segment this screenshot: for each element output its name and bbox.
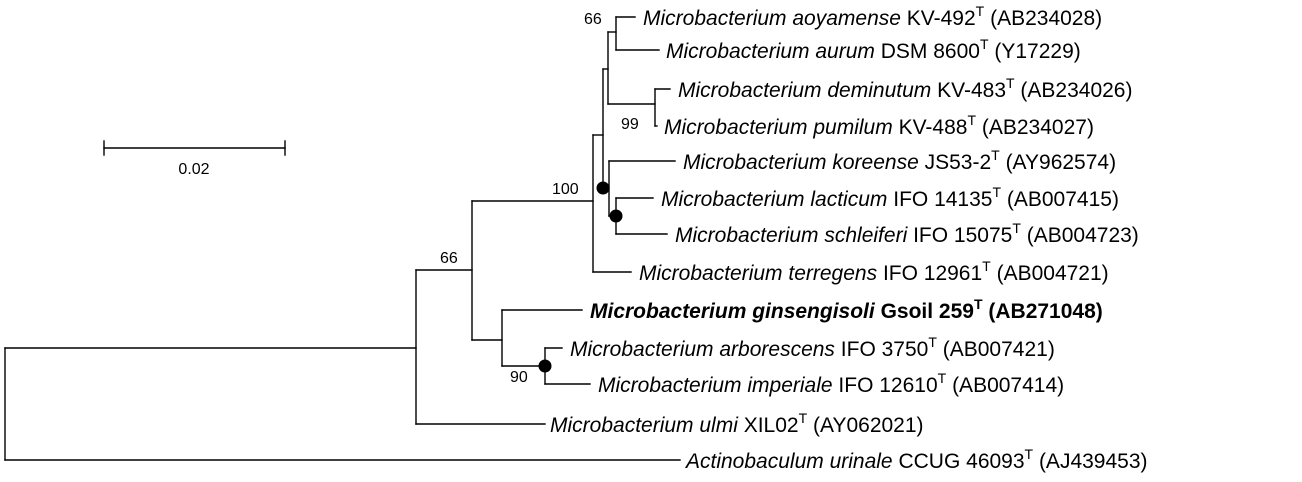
- type-strain-mark: T: [992, 184, 1001, 200]
- taxon-accession: (Y17229): [994, 40, 1080, 63]
- taxon-label: Microbacterium koreense JS53-2T (AY96257…: [683, 147, 1116, 174]
- taxon-name: Microbacterium aurum: [666, 40, 875, 63]
- type-strain-mark: T: [982, 258, 991, 274]
- type-strain-mark: T: [1006, 75, 1015, 91]
- taxon-name: Microbacterium ginsengisoli: [590, 300, 876, 323]
- taxon-name: Microbacterium koreense: [683, 151, 919, 174]
- scale-bar-label: 0.02: [178, 161, 209, 178]
- type-strain-mark: T: [976, 3, 985, 19]
- taxon-strain: XIL02: [744, 414, 799, 437]
- taxon-label: Microbacterium aoyamense KV-492T (AB2340…: [643, 3, 1102, 30]
- taxon-labels: Microbacterium aoyamense KV-492T (AB2340…: [550, 3, 1148, 473]
- taxon-label: Microbacterium pumilum KV-488T (AB234027…: [664, 112, 1094, 139]
- taxon-strain: JS53-2: [925, 151, 992, 174]
- type-strain-mark: T: [1012, 220, 1021, 236]
- taxon-label: Microbacterium lacticum IFO 14135T (AB00…: [661, 184, 1119, 211]
- type-strain-mark: T: [928, 334, 937, 350]
- taxon-strain: IFO 14135: [893, 188, 992, 211]
- taxon-strain: IFO 15075: [913, 224, 1012, 247]
- taxon-strain: IFO 12610: [838, 374, 937, 397]
- type-strain-mark: T: [967, 112, 976, 128]
- taxon-name: Microbacterium arborescens: [570, 338, 835, 361]
- bootstrap-outer-clade: 66: [440, 250, 458, 267]
- taxon-name: Microbacterium lacticum: [661, 188, 887, 211]
- taxon-strain: DSM 8600: [881, 40, 980, 63]
- taxon-strain: KV-488: [899, 116, 968, 139]
- taxon-accession: (AB004723): [1027, 224, 1139, 247]
- taxon-label: Microbacterium ulmi XIL02T (AY062021): [550, 410, 924, 437]
- taxon-strain: CCUG 46093: [898, 450, 1024, 473]
- type-strain-mark: T: [938, 370, 947, 386]
- taxon-name: Microbacterium schleiferi: [675, 224, 909, 247]
- taxon-label: Microbacterium arborescens IFO 3750T (AB…: [570, 334, 1055, 361]
- taxon-strain: IFO 12961: [883, 262, 982, 285]
- node-marker-inner-clade: [596, 181, 610, 195]
- tree-branches: [4, 16, 681, 461]
- bootstrap-aoyamense-aurum: 66: [584, 11, 602, 28]
- taxon-label: Microbacterium schleiferi IFO 15075T (AB…: [675, 220, 1139, 247]
- taxon-label: Microbacterium aurum DSM 8600T (Y17229): [666, 36, 1081, 63]
- taxon-name: Actinobaculum urinale: [684, 450, 893, 473]
- scale-bar: 0.02: [103, 140, 286, 178]
- taxon-accession: (AB234028): [990, 7, 1102, 30]
- taxon-accession: (AB007415): [1007, 188, 1119, 211]
- bootstrap-core-clade: 100: [552, 181, 579, 198]
- taxon-strain: Gsoil 259: [881, 300, 974, 323]
- type-strain-mark: T: [980, 36, 989, 52]
- taxon-label: Actinobaculum urinale CCUG 46093T (AJ439…: [684, 446, 1148, 473]
- type-strain-mark: T: [991, 147, 1000, 163]
- bootstrap-deminutum-pumilum: 99: [621, 116, 639, 133]
- taxon-name: Microbacterium aoyamense: [643, 7, 901, 30]
- taxon-label-highlighted: Microbacterium ginsengisoli Gsoil 259T (…: [590, 296, 1103, 323]
- taxon-accession: (AB234027): [982, 116, 1094, 139]
- taxon-label: Microbacterium deminutum KV-483T (AB2340…: [678, 75, 1132, 102]
- bootstrap-arborescens-imperiale: 90: [510, 369, 528, 386]
- type-strain-mark: T: [974, 296, 983, 312]
- taxon-strain: KV-483: [937, 79, 1006, 102]
- taxon-accession: (AB234026): [1020, 79, 1132, 102]
- taxon-accession: (AJ439453): [1039, 450, 1148, 473]
- taxon-accession: (AB271048): [988, 300, 1102, 323]
- taxon-accession: (AB007421): [943, 338, 1055, 361]
- type-strain-mark: T: [799, 410, 808, 426]
- taxon-name: Microbacterium imperiale: [598, 374, 833, 397]
- taxon-label: Microbacterium imperiale IFO 12610T (AB0…: [598, 370, 1064, 397]
- taxon-label: Microbacterium terregens IFO 12961T (AB0…: [639, 258, 1109, 285]
- type-strain-mark: T: [1025, 446, 1034, 462]
- taxon-accession: (AY062021): [813, 414, 924, 437]
- taxon-name: Microbacterium ulmi: [550, 414, 739, 437]
- taxon-accession: (AY962574): [1006, 151, 1117, 174]
- taxon-accession: (AB004721): [997, 262, 1109, 285]
- node-marker-arborescens-imperiale: [538, 359, 552, 373]
- taxon-strain: IFO 3750: [841, 338, 929, 361]
- taxon-name: Microbacterium terregens: [639, 262, 878, 285]
- node-marker-lacticum-schleiferi: [609, 209, 623, 223]
- taxon-accession: (AB007414): [952, 374, 1064, 397]
- taxon-name: Microbacterium pumilum: [664, 116, 893, 139]
- taxon-strain: KV-492: [907, 7, 976, 30]
- taxon-name: Microbacterium deminutum: [678, 79, 931, 102]
